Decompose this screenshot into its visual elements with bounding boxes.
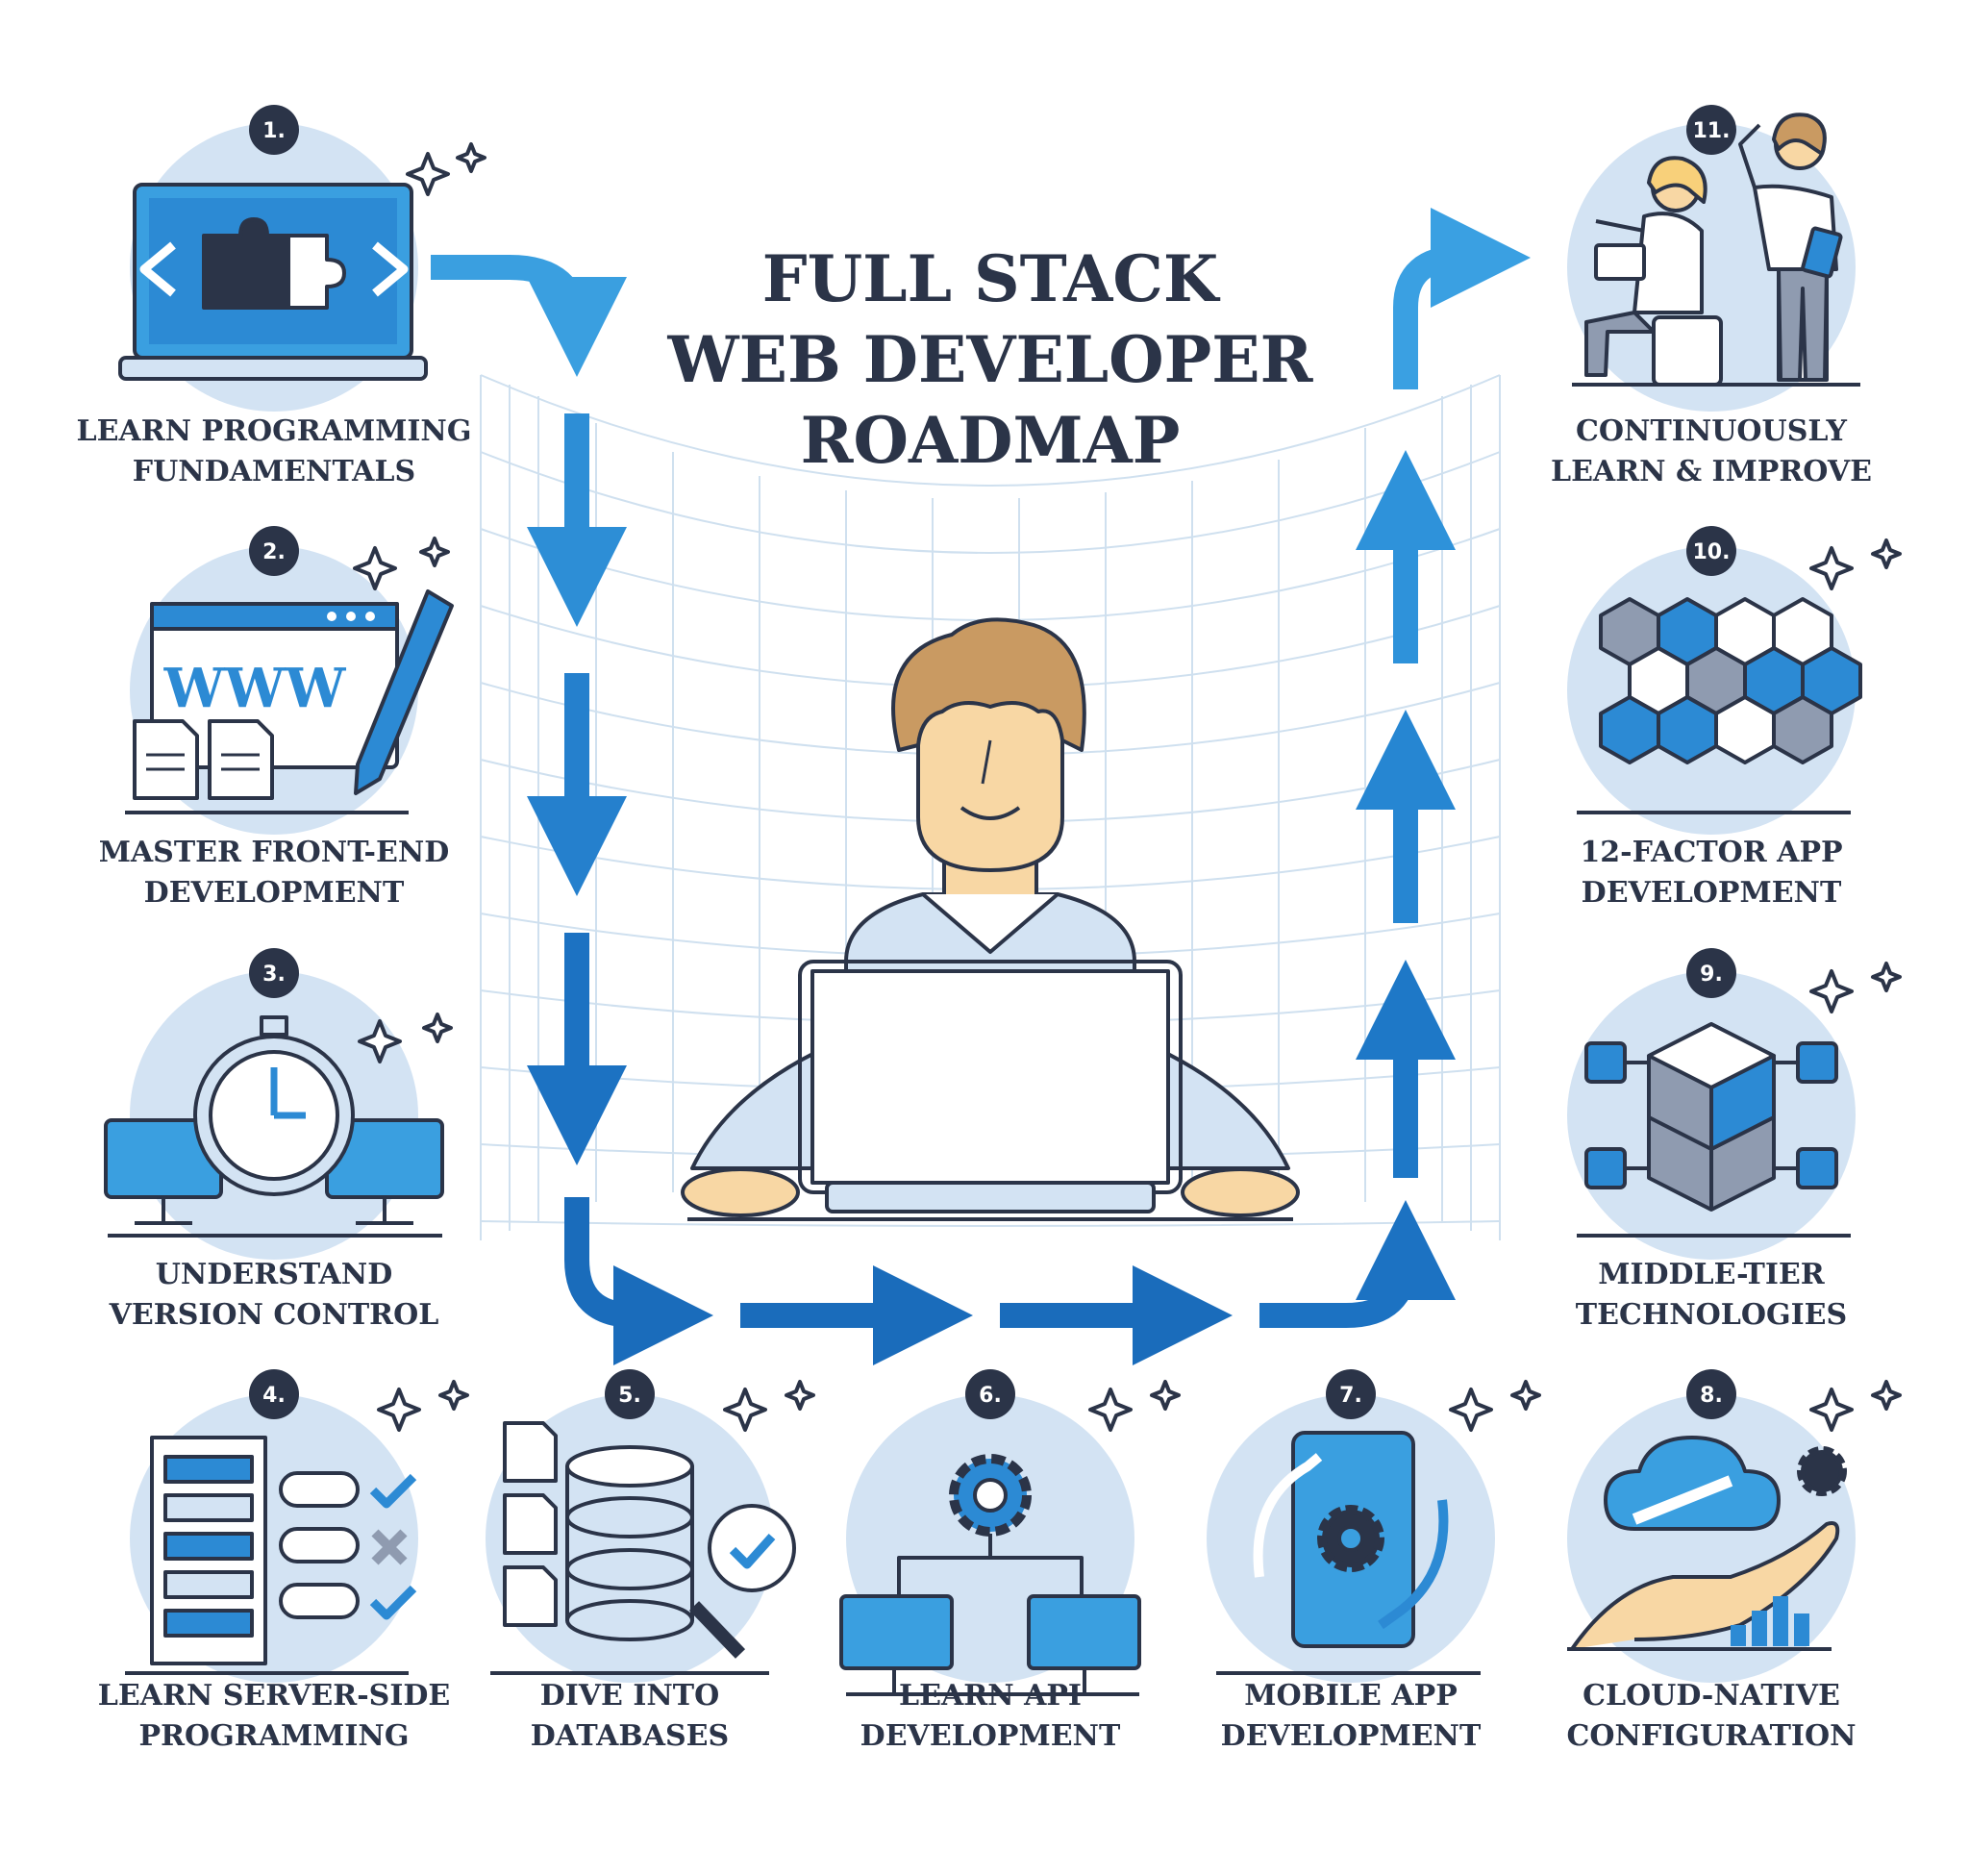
- step-4-badge: 4.: [249, 1369, 299, 1419]
- diagram-title: FULL STACK WEB DEVELOPER ROADMAP: [625, 238, 1356, 481]
- svg-text:5.: 5.: [618, 1384, 641, 1408]
- database-icon: [486, 1380, 815, 1683]
- step-10-badge: 10.: [1686, 526, 1736, 576]
- right-hand: [1181, 1167, 1300, 1217]
- step-6-badge: 6.: [965, 1369, 1015, 1419]
- puzzle-laptop-icon: [118, 123, 486, 412]
- title-line-1: FULL STACK: [761, 241, 1219, 316]
- svg-text:9.: 9.: [1700, 963, 1723, 987]
- api-network-icon: [839, 1380, 1181, 1696]
- arrow-5: [564, 1197, 713, 1365]
- svg-text:6.: 6.: [979, 1384, 1002, 1408]
- svg-text:10.: 10.: [1693, 540, 1731, 564]
- title-line-2: WEB DEVELOPER: [667, 322, 1313, 397]
- step-8-badge: 8.: [1686, 1369, 1736, 1419]
- hexagon-network-icon: [1567, 538, 1902, 835]
- cloud-wrench-icon: [1567, 1380, 1902, 1683]
- team-people-icon: [1567, 113, 1860, 412]
- step-2-badge: 2.: [249, 526, 299, 576]
- step-badges: 1. 2. 3. 4. 5. 6. 7. 8. 9. 10. 11.: [249, 105, 1736, 1419]
- step-11-badge: 11.: [1686, 105, 1736, 155]
- left-hand: [681, 1167, 800, 1217]
- server-rack-icon: [125, 1380, 469, 1683]
- laptop-screen: [810, 969, 1170, 1185]
- website-icon: WWW: [125, 537, 454, 835]
- arrow-12: [1393, 208, 1531, 389]
- step-1-badge: 1.: [249, 105, 299, 155]
- title-line-3: ROADMAP: [800, 403, 1181, 478]
- step-7-badge: 7.: [1326, 1369, 1376, 1419]
- svg-text:4.: 4.: [262, 1384, 286, 1408]
- stopwatch-monitors-icon: [104, 971, 453, 1260]
- step-3-badge: 3.: [249, 948, 299, 998]
- svg-text:8.: 8.: [1700, 1384, 1723, 1408]
- svg-text:11.: 11.: [1693, 119, 1731, 143]
- developer-illustration: [681, 617, 1300, 1221]
- svg-text:3.: 3.: [262, 963, 286, 987]
- flow-arrows: [431, 208, 1531, 1365]
- svg-text:7.: 7.: [1339, 1384, 1362, 1408]
- svg-text:2.: 2.: [262, 540, 286, 564]
- svg-text:1.: 1.: [262, 119, 286, 143]
- developer-hair: [891, 617, 1086, 752]
- arrow-1: [431, 255, 627, 377]
- mobile-gear-icon: [1207, 1380, 1541, 1683]
- step-9-badge: 9.: [1686, 948, 1736, 998]
- cube-blocks-icon: [1567, 962, 1902, 1260]
- step-5-badge: 5.: [605, 1369, 655, 1419]
- arrow-8: [1259, 1200, 1456, 1328]
- www-text: WWW: [163, 657, 347, 720]
